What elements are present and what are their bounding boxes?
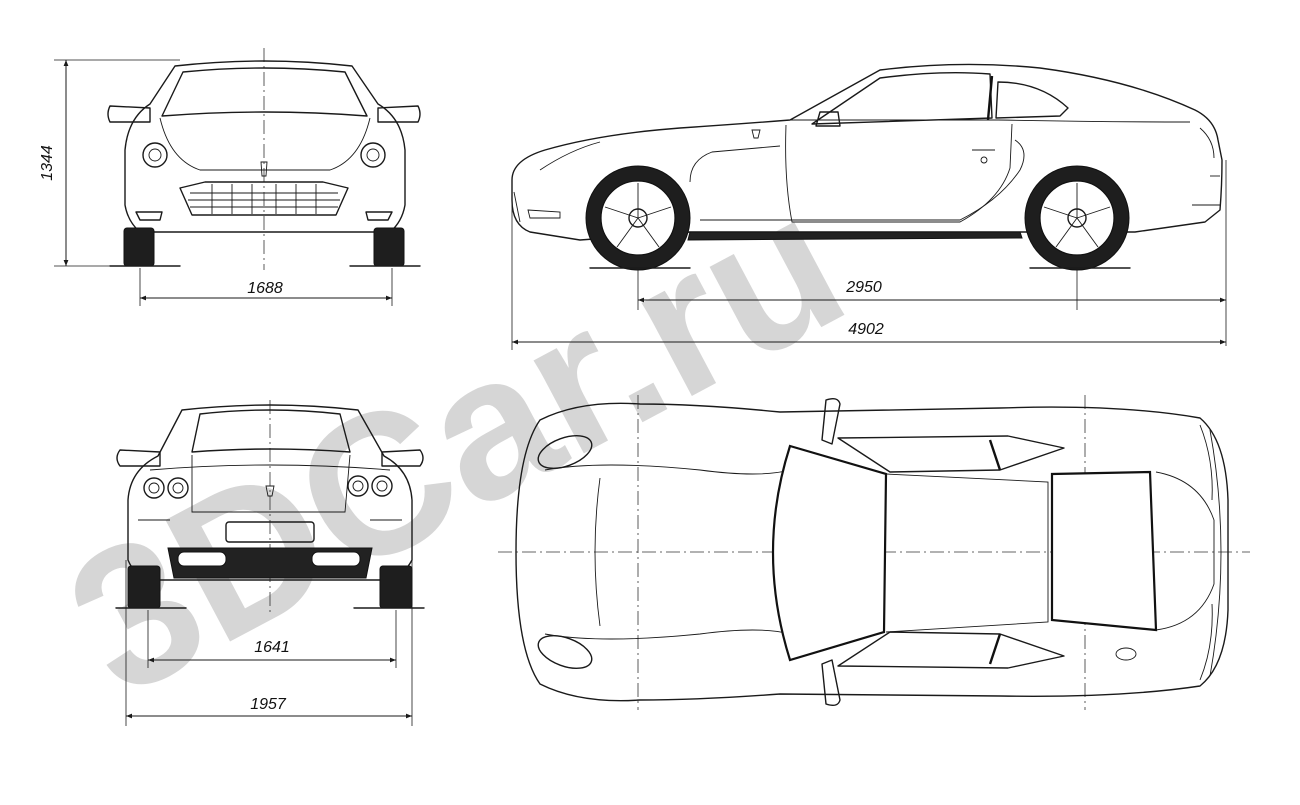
- dimension-height: 1344: [39, 59, 180, 267]
- dimension-width: 1957: [125, 560, 413, 726]
- dimension-length: 4902: [511, 200, 1226, 350]
- top-view: [498, 395, 1250, 710]
- dimension-wheelbase: 2950: [637, 160, 1227, 346]
- side-view: [511, 63, 1223, 271]
- dimension-height-label: 1344: [39, 145, 56, 181]
- dimension-rear-track: 1641: [147, 610, 397, 668]
- dimension-width-label: 1957: [250, 696, 287, 713]
- dimension-wheelbase-label: 2950: [845, 279, 882, 296]
- rear-view: [115, 400, 425, 612]
- dimension-front-track-label: 1688: [247, 280, 283, 297]
- front-view: [107, 48, 421, 270]
- dimension-front-track: 1688: [139, 268, 393, 306]
- dimension-rear-track-label: 1641: [254, 639, 290, 656]
- dimension-length-label: 4902: [848, 321, 884, 338]
